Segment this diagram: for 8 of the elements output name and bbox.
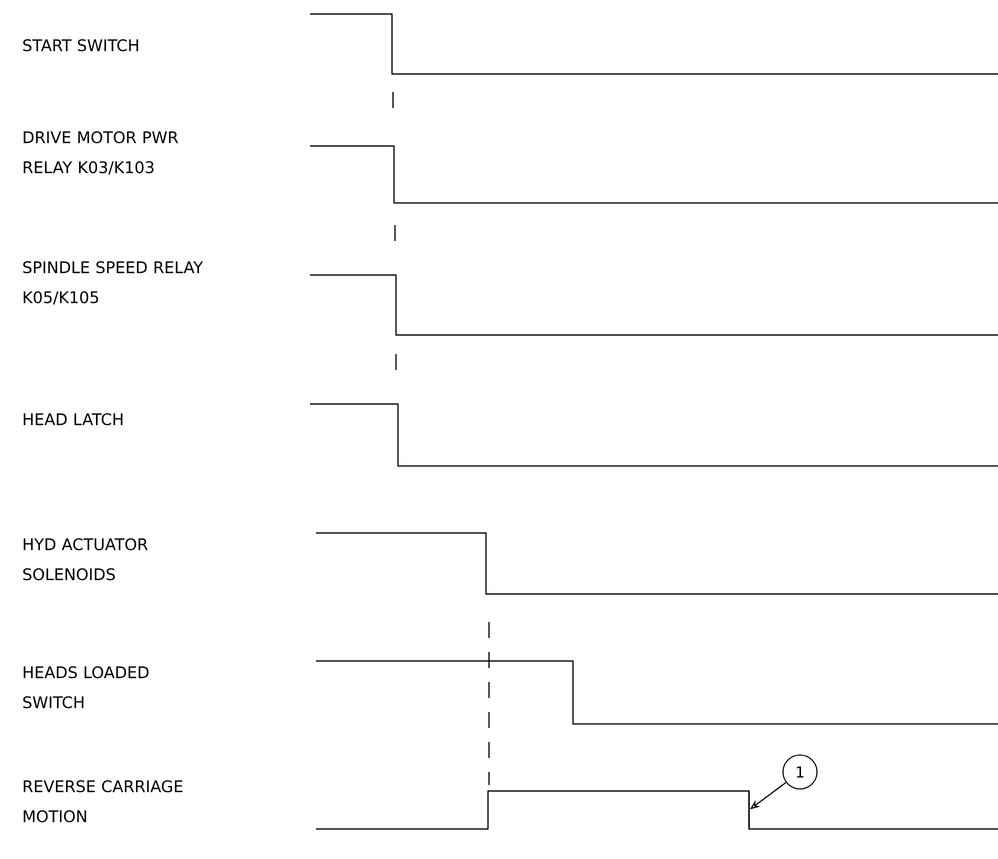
signal-label: DRIVE MOTOR PWR RELAY K03/K103 bbox=[24, 131, 178, 175]
signal-label: SPINDLE SPEED RELAY K05/K105 bbox=[23, 261, 204, 305]
signal-label: HEAD LATCH bbox=[24, 413, 122, 426]
waveform-edge bbox=[748, 791, 750, 829]
signal-label: HEADS LOADED SWITCH bbox=[23, 666, 149, 708]
signal-label: REVERSE CARRIAGE MOTION bbox=[24, 780, 182, 822]
signal-label: START SWITCH bbox=[23, 39, 138, 52]
signal-label: HYD ACTUATOR SOLENOIDS bbox=[23, 538, 148, 580]
